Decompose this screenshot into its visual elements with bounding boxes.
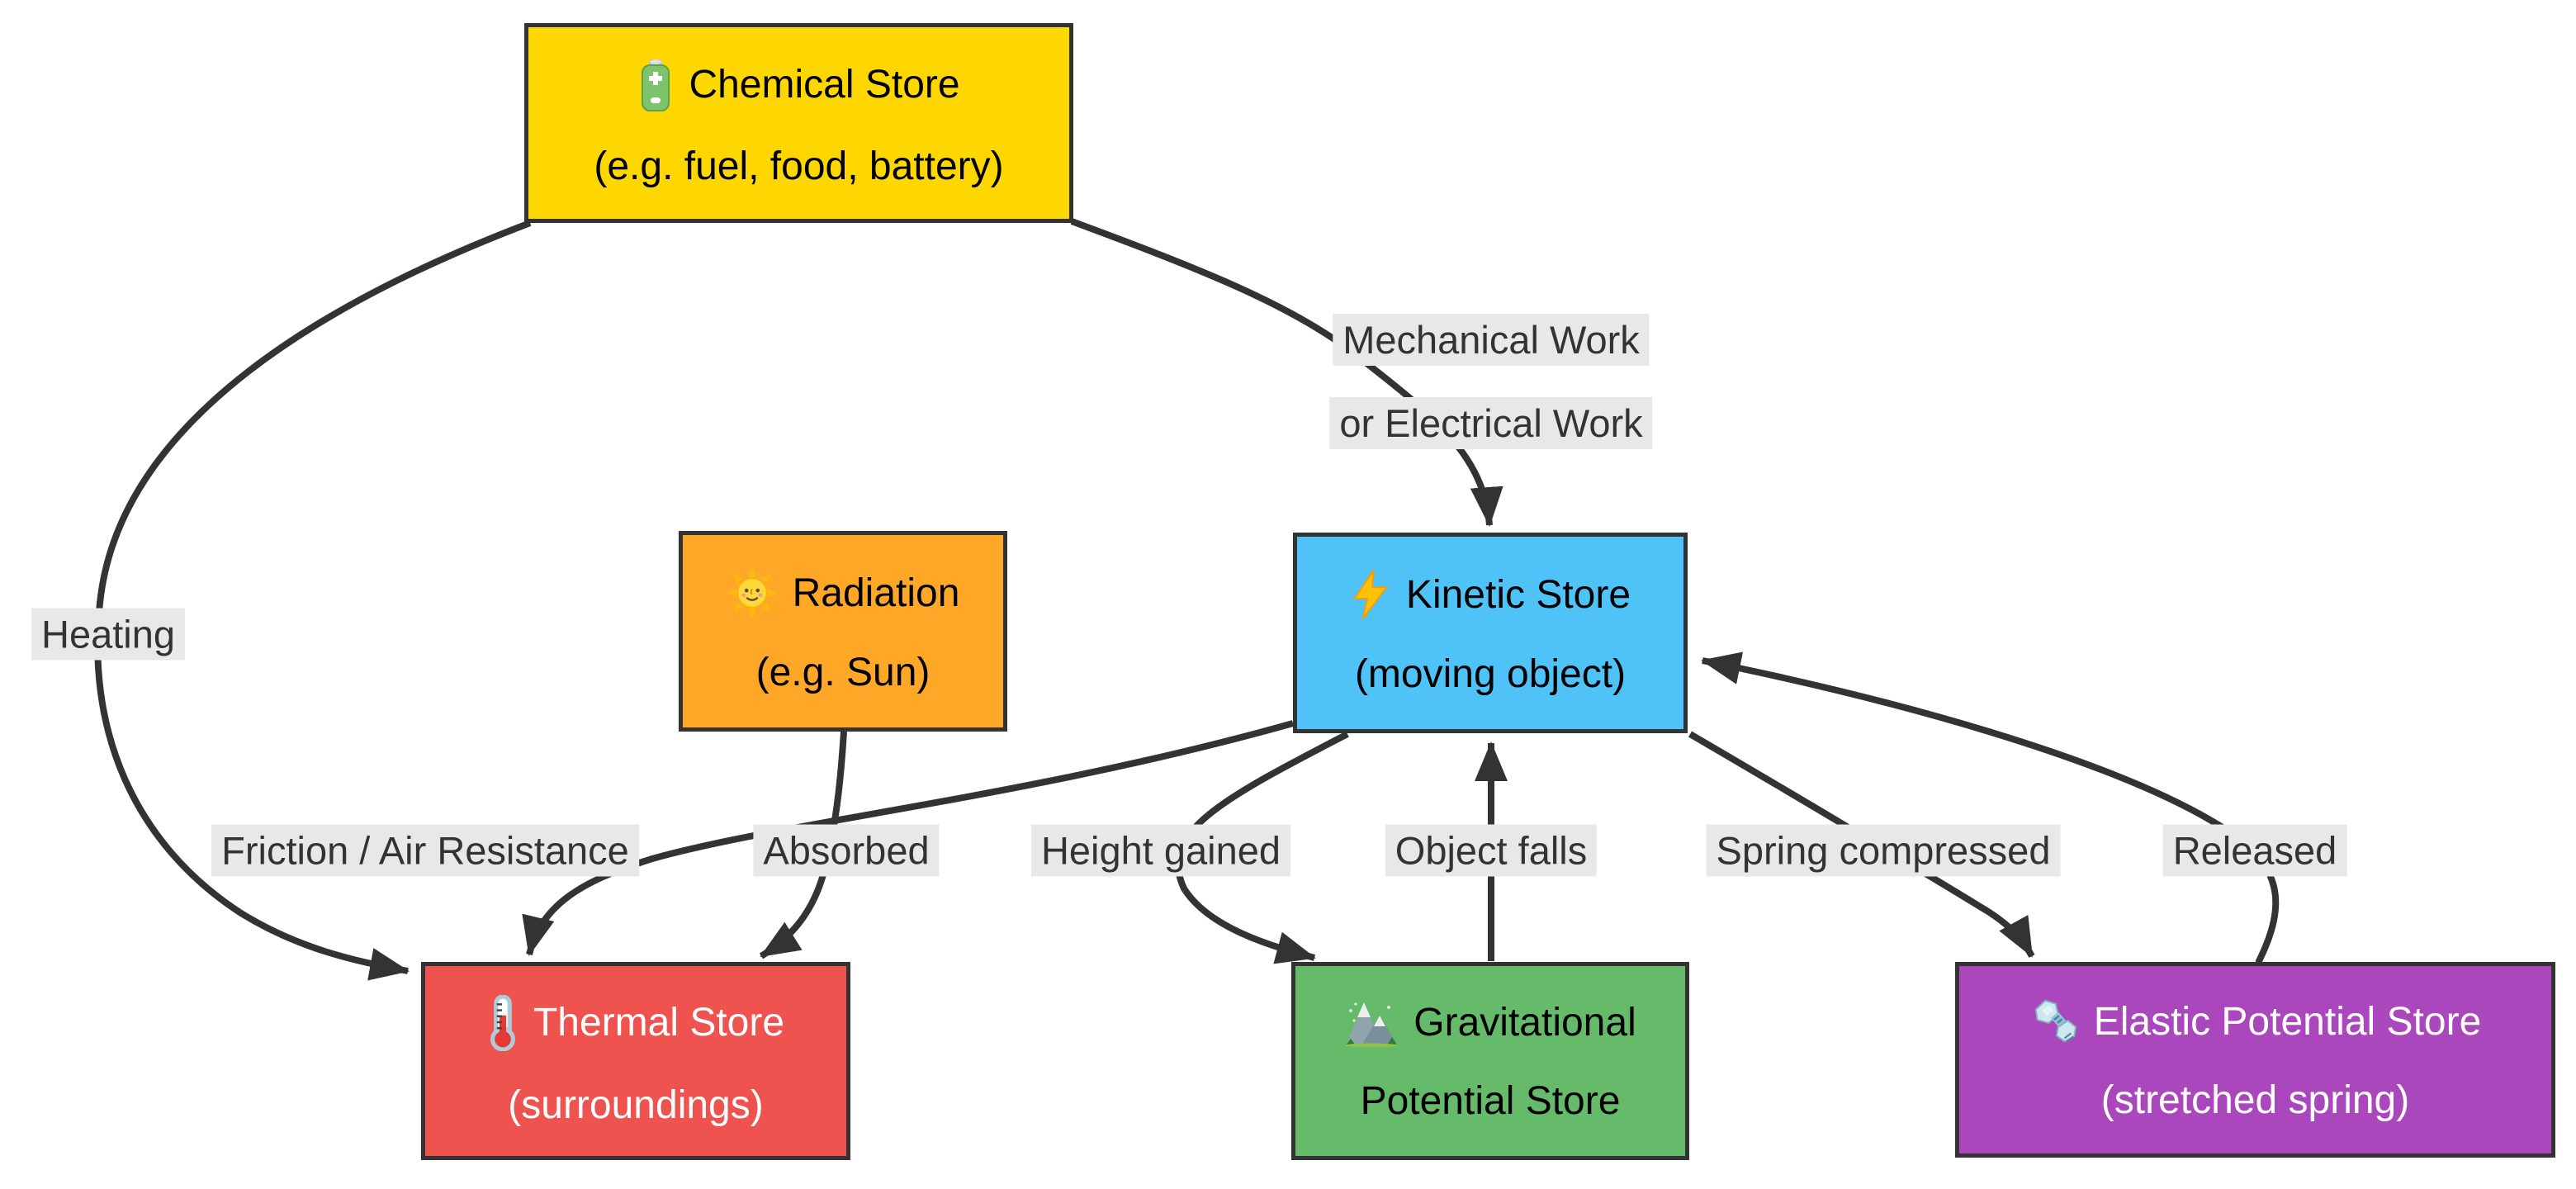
- node-subtitle: (surroundings): [508, 1082, 764, 1127]
- node-elastic-potential-store: Elastic Potential Store (stretched sprin…: [1955, 962, 2555, 1158]
- edge-kinetic-to-thermal: [522, 720, 1295, 956]
- node-subtitle: Potential Store: [1360, 1078, 1621, 1123]
- edge-elastic-to-kinetic: [1701, 651, 2280, 964]
- edge-label-released: Released: [2162, 824, 2347, 877]
- node-subtitle: (e.g. fuel, food, battery): [594, 144, 1004, 188]
- edge-label-line: Mechanical Work: [1333, 314, 1650, 366]
- node-title: Gravitational: [1413, 1001, 1636, 1045]
- node-title: Thermal Store: [533, 1001, 785, 1045]
- node-title: Elastic Potential Store: [2093, 999, 2482, 1044]
- node-title: Chemical Store: [689, 63, 960, 107]
- node-subtitle: (moving object): [1354, 652, 1627, 696]
- sun-with-face-icon: [726, 567, 778, 618]
- edge-chemical-to-thermal: [94, 220, 532, 981]
- mountain-icon: [1344, 999, 1399, 1047]
- node-thermal-store: Thermal Store (surroundings): [421, 962, 850, 1160]
- node-gravitational-potential-store: Gravitational Potential Store: [1291, 962, 1689, 1160]
- node-kinetic-store: Kinetic Store (moving object): [1293, 533, 1688, 733]
- node-subtitle: (stretched spring): [2100, 1078, 2410, 1122]
- edge-label-mechanical-or-electrical-work: Mechanical Work or Electrical Work: [1329, 314, 1653, 449]
- edge-label-spring-compressed: Spring compressed: [1706, 824, 2061, 877]
- lightning-icon: [1350, 569, 1391, 620]
- node-title: Radiation: [792, 571, 960, 615]
- edge-label-line: or Electrical Work: [1329, 397, 1653, 449]
- nut-and-bolt-icon: [2029, 997, 2079, 1046]
- node-title: Kinetic Store: [1405, 572, 1631, 617]
- edge-label-absorbed: Absorbed: [753, 824, 940, 877]
- edge-label-friction-air-resistance: Friction / Air Resistance: [211, 824, 639, 877]
- node-subtitle: (e.g. Sun): [755, 651, 930, 694]
- edge-label-heating: Heating: [31, 608, 185, 661]
- node-chemical-store: Chemical Store (e.g. fuel, food, battery…: [524, 23, 1073, 223]
- node-radiation: Radiation (e.g. Sun): [679, 531, 1007, 732]
- thermometer-icon: [487, 994, 519, 1051]
- battery-icon: [637, 58, 674, 112]
- edge-label-height-gained: Height gained: [1030, 824, 1291, 877]
- edge-label-object-falls: Object falls: [1385, 824, 1598, 877]
